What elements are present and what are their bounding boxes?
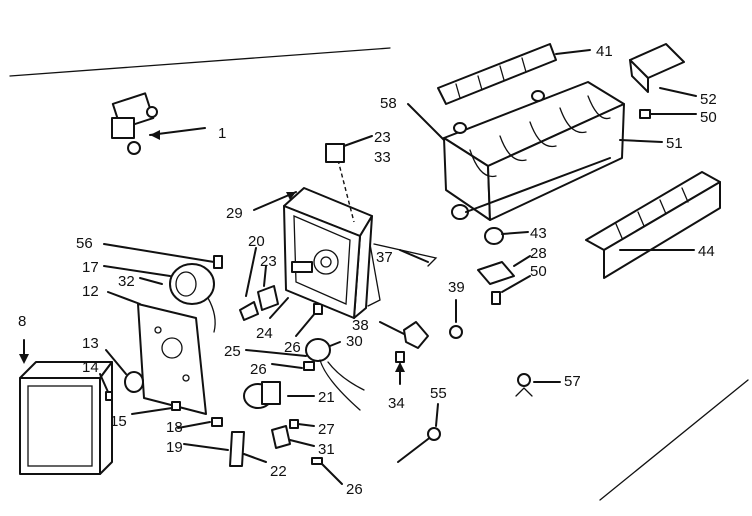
callout-34: 34 [388,395,405,412]
lower-clip-parts [271,419,343,485]
front-cover [19,339,113,475]
callout-31: 31 [318,441,335,458]
thermostat [243,381,315,409]
nut-39 [449,299,463,339]
callout-38: 38 [352,317,369,334]
callout-14: 14 [82,359,99,376]
ice-guide [585,171,721,279]
fill-tube-heater [451,157,611,245]
callout-12: 12 [82,283,99,300]
callout-52: 52 [700,91,717,108]
callout-26b: 26 [250,361,267,378]
callout-41: 41 [596,43,613,60]
callout-39: 39 [448,279,465,296]
small-linkage-parts [239,247,323,337]
water-valve [111,92,206,155]
mold-screws [619,109,697,143]
stripper [437,43,591,105]
bearing-plate [477,255,531,305]
control-housing [283,159,373,319]
callout-37: 37 [376,249,393,266]
callout-22: 22 [270,463,287,480]
callout-labels: 1 8 12 13 14 15 17 18 19 20 21 22 23 23 … [18,43,717,498]
shaft-55 [397,403,441,463]
callout-26a: 26 [284,339,301,356]
screw-56 [103,243,223,269]
motor [103,263,216,333]
callout-25: 25 [224,343,241,360]
callout-55: 55 [430,385,447,402]
callout-30: 30 [346,333,363,350]
callout-20: 20 [248,233,265,250]
callout-8: 8 [18,313,26,330]
ice-mold [407,81,625,221]
callout-23b: 23 [260,253,277,270]
shutoff-arm [367,243,438,307]
switch-bracket [177,417,267,467]
callout-17: 17 [82,259,99,276]
callout-44: 44 [698,243,715,260]
guide-lines [9,47,749,501]
callout-24: 24 [256,325,273,342]
callout-56: 56 [76,235,93,252]
mounting-plate [107,291,207,415]
callout-50a: 50 [700,109,717,126]
mold-support [629,43,697,97]
ejector-gear [379,321,429,385]
callout-57: 57 [564,373,581,390]
callout-26c: 26 [346,481,363,498]
callout-19: 19 [166,439,183,456]
callout-51: 51 [666,135,683,152]
callout-23a: 23 [374,129,391,146]
callout-13: 13 [82,335,99,352]
callout-29: 29 [226,205,243,222]
drive-gear [99,349,181,415]
top-clip [253,135,373,211]
callout-1: 1 [218,125,226,142]
callout-15: 15 [110,413,127,430]
callout-27: 27 [318,421,335,438]
callout-32: 32 [118,273,135,290]
callout-43: 43 [530,225,547,242]
callout-33: 33 [374,149,391,166]
heater-terminal [245,338,365,411]
callout-58: 58 [380,95,397,112]
callout-21: 21 [318,389,335,406]
callout-18: 18 [166,419,183,436]
callout-50b: 50 [530,263,547,280]
fitting-57 [515,373,561,397]
callout-28: 28 [530,245,547,262]
